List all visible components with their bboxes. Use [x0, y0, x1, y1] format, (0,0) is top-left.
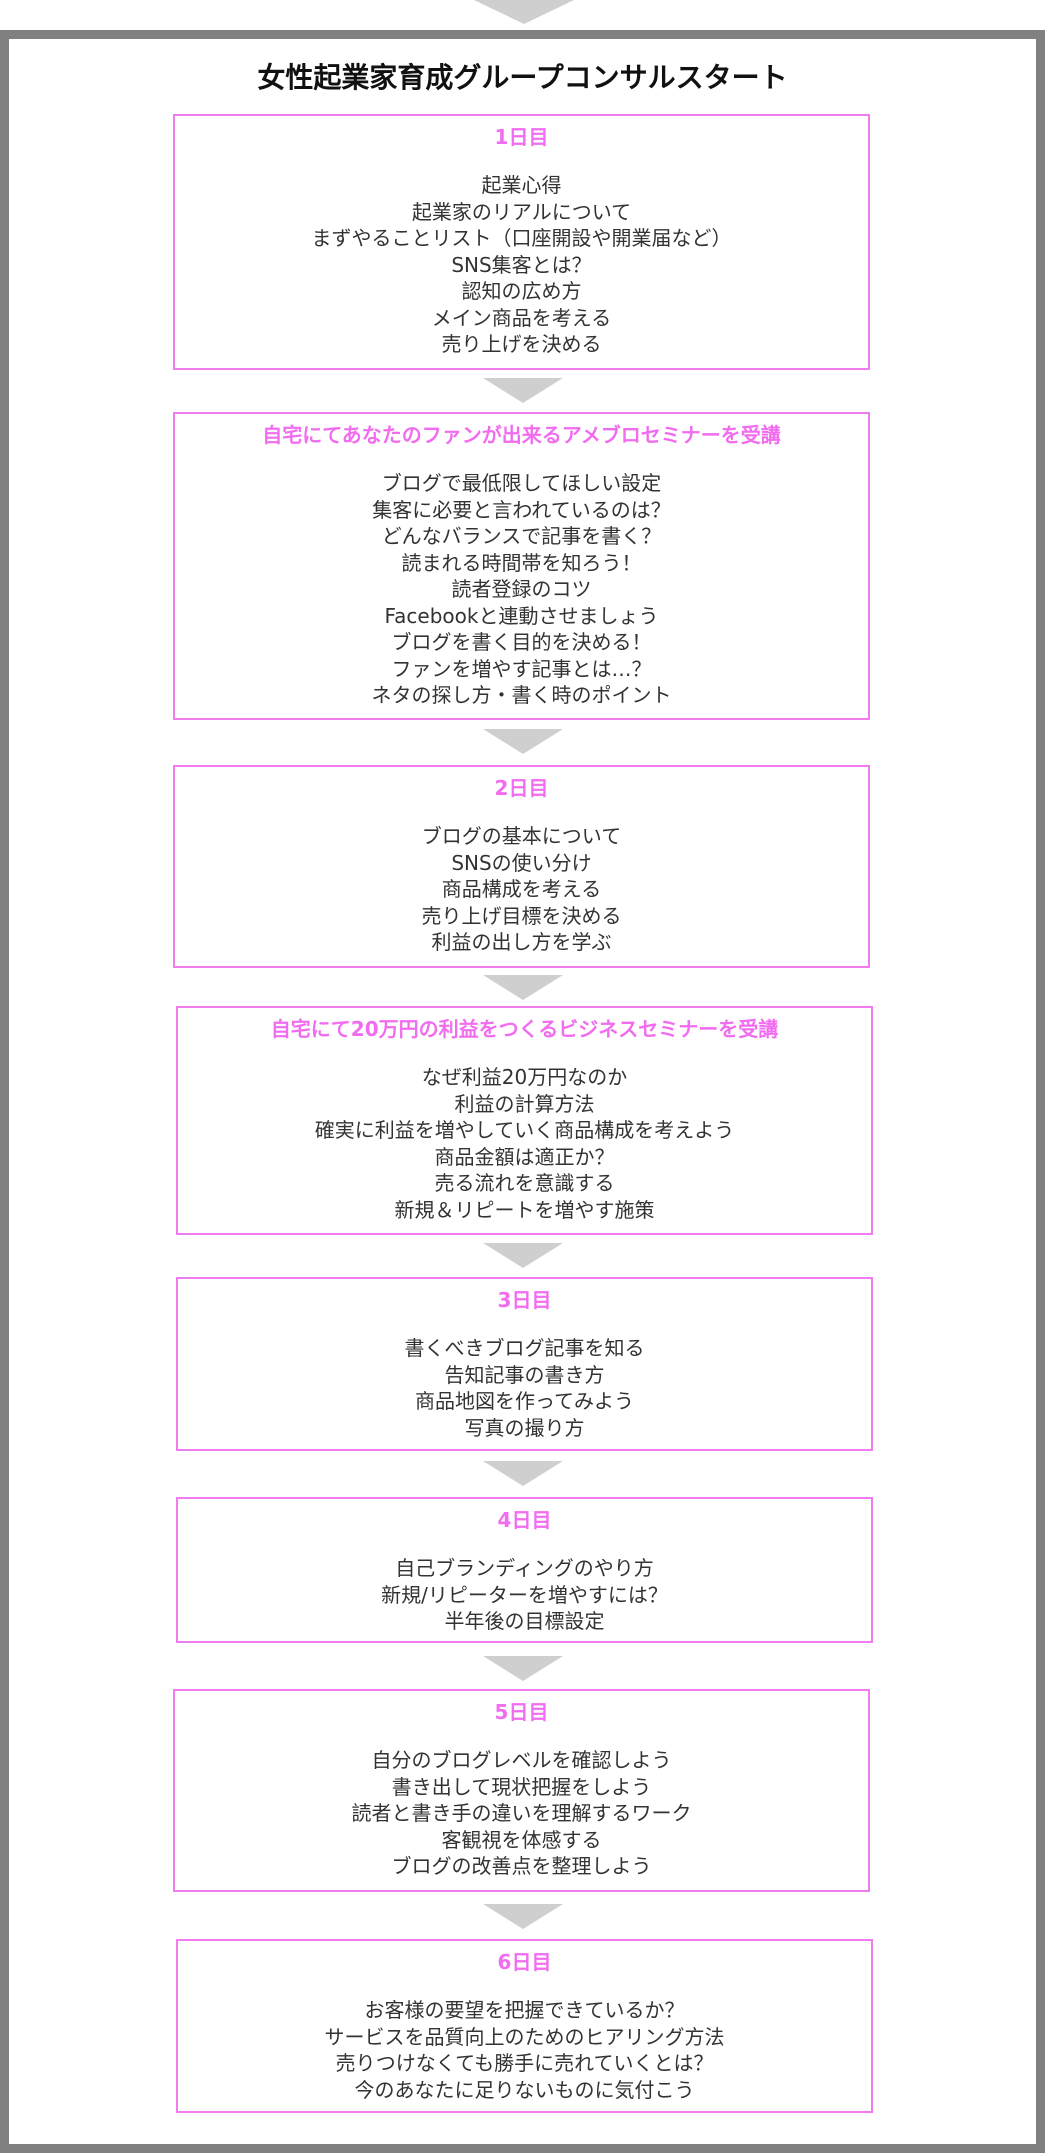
- step-box-day1: 1日目 起業心得 起業家のリアルについて まずやることリスト（口座開設や開業届な…: [173, 114, 870, 370]
- step-item: 売り上げを決める: [441, 332, 602, 356]
- step-item: 確実に利益を増やしていく商品構成を考えよう: [314, 1118, 735, 1142]
- step-item: なぜ利益20万円なのか: [421, 1065, 628, 1089]
- step-title: 2日目: [494, 776, 549, 800]
- step-item: 商品地図を作ってみよう: [415, 1389, 634, 1413]
- step-item: 利益の計算方法: [454, 1091, 595, 1116]
- step-title: 自宅にて20万円の利益をつくるビジネスセミナーを受講: [270, 1017, 779, 1041]
- step-item: ファンを増やす記事とは…？: [391, 656, 652, 681]
- step-item: 新規＆リピートを増やす施策: [394, 1197, 655, 1222]
- down-arrow-icon: [483, 975, 563, 1000]
- step-item: 認知の広め方: [461, 279, 582, 303]
- step-title: 自宅にてあなたのファンが出来るアメブロセミナーを受講: [262, 423, 781, 447]
- step-item-list: 書くべきブログ記事を知る 告知記事の書き方 商品地図を作ってみよう 写真の撮り方: [178, 1335, 871, 1441]
- step-item: Facebookと連動させましょう: [384, 603, 659, 628]
- step-item: 読者登録のコツ: [451, 577, 592, 601]
- step-item-list: 起業心得 起業家のリアルについて まずやることリスト（口座開設や開業届など） S…: [175, 172, 868, 358]
- step-item: 商品構成を考える: [441, 877, 602, 901]
- step-item: 告知記事の書き方: [444, 1362, 605, 1387]
- step-item: サービスを品質向上のためのヒアリング方法: [324, 2024, 725, 2049]
- step-title: 4日目: [497, 1508, 552, 1532]
- step-item: 書き出して現状把握をしよう: [391, 1774, 652, 1799]
- step-item: 半年後の目標設定: [444, 1609, 605, 1633]
- step-item: まずやることリスト（口座開設や開業届など）: [311, 226, 732, 250]
- step-item: ブログの改善点を整理しよう: [391, 1854, 652, 1878]
- step-box-day2: 2日目 ブログの基本について SNSの使い分け 商品構成を考える 売り上げ目標を…: [173, 765, 870, 968]
- step-box-day3: 3日目 書くべきブログ記事を知る 告知記事の書き方 商品地図を作ってみよう 写真…: [176, 1277, 873, 1451]
- down-arrow-icon: [483, 1904, 563, 1929]
- down-arrow-icon: [483, 1656, 563, 1681]
- step-box-blog-seminar: 自宅にてあなたのファンが出来るアメブロセミナーを受講 ブログで最低限してほしい設…: [173, 412, 870, 720]
- step-item: 売り上げ目標を決める: [421, 903, 622, 928]
- step-item-list: ブログで最低限してほしい設定 集客に必要と言われているのは？ どんなバランスで記…: [175, 470, 868, 709]
- step-item: ネタの探し方・書く時のポイント: [371, 683, 672, 707]
- step-title: 1日目: [494, 125, 549, 149]
- step-item-list: なぜ利益20万円なのか 利益の計算方法 確実に利益を増やしていく商品構成を考えよ…: [178, 1064, 871, 1223]
- step-box-business-seminar: 自宅にて20万円の利益をつくるビジネスセミナーを受講 なぜ利益20万円なのか 利…: [176, 1006, 873, 1235]
- step-item: SNS集客とは？: [451, 252, 592, 277]
- step-title: 5日目: [494, 1700, 549, 1724]
- down-arrow-icon: [483, 1461, 563, 1486]
- step-item: 売りつけなくても勝手に売れていくとは？: [335, 2051, 714, 2075]
- step-item: 起業心得: [481, 173, 562, 197]
- step-item: 今のあなたに足りないものに気付こう: [354, 2077, 695, 2102]
- down-arrow-icon: [483, 729, 563, 754]
- step-item: 利益の出し方を学ぶ: [431, 930, 612, 954]
- step-item: 商品金額は適正か？: [434, 1144, 615, 1169]
- down-arrow-icon: [483, 378, 563, 403]
- step-title: 6日目: [497, 1950, 552, 1974]
- step-item: 客観視を体感する: [441, 1827, 602, 1852]
- step-box-day5: 5日目 自分のブログレベルを確認しよう 書き出して現状把握をしよう 読者と書き手…: [173, 1689, 870, 1892]
- step-item: メイン商品を考える: [431, 305, 612, 330]
- page-title: 女性起業家育成グループコンサルスタート: [257, 61, 788, 94]
- step-item: ブログで最低限してほしい設定: [381, 471, 662, 495]
- step-item: どんなバランスで記事を書く？: [381, 524, 662, 548]
- step-item: 集客に必要と言われているのは？: [372, 497, 671, 522]
- step-title: 3日目: [497, 1288, 552, 1312]
- step-item-list: 自己ブランディングのやり方 新規/リピーターを増やすには？ 半年後の目標設定: [178, 1555, 871, 1635]
- step-item: 書くべきブログ記事を知る: [404, 1336, 645, 1360]
- step-box-day4: 4日目 自己ブランディングのやり方 新規/リピーターを増やすには？ 半年後の目標…: [176, 1497, 873, 1643]
- step-item-list: お客様の要望を把握できているか？ サービスを品質向上のためのヒアリング方法 売り…: [178, 1997, 871, 2103]
- step-item: 自分のブログレベルを確認しよう: [371, 1748, 672, 1772]
- step-item: SNSの使い分け: [451, 850, 592, 875]
- step-item: 写真の撮り方: [464, 1415, 585, 1440]
- step-item: 新規/リピーターを増やすには？: [381, 1582, 668, 1607]
- step-item: 売る流れを意識する: [434, 1171, 615, 1195]
- step-item-list: ブログの基本について SNSの使い分け 商品構成を考える 売り上げ目標を決める …: [175, 823, 868, 956]
- step-box-day6: 6日目 お客様の要望を把握できているか？ サービスを品質向上のためのヒアリング方…: [176, 1939, 873, 2113]
- top-arrow-icon: [474, 0, 574, 24]
- step-item: 起業家のリアルについて: [411, 199, 632, 224]
- step-item: お客様の要望を把握できているか？: [364, 1998, 685, 2022]
- step-item: 読者と書き手の違いを理解するワーク: [351, 1801, 692, 1825]
- step-item: 読まれる時間帯を知ろう！: [401, 550, 642, 575]
- step-item-list: 自分のブログレベルを確認しよう 書き出して現状把握をしよう 読者と書き手の違いを…: [175, 1747, 868, 1880]
- down-arrow-icon: [483, 1243, 563, 1268]
- step-item: 自己ブランディングのやり方: [395, 1556, 654, 1580]
- step-item: ブログの基本について: [421, 824, 622, 848]
- step-item: ブログを書く目的を決める！: [391, 630, 652, 654]
